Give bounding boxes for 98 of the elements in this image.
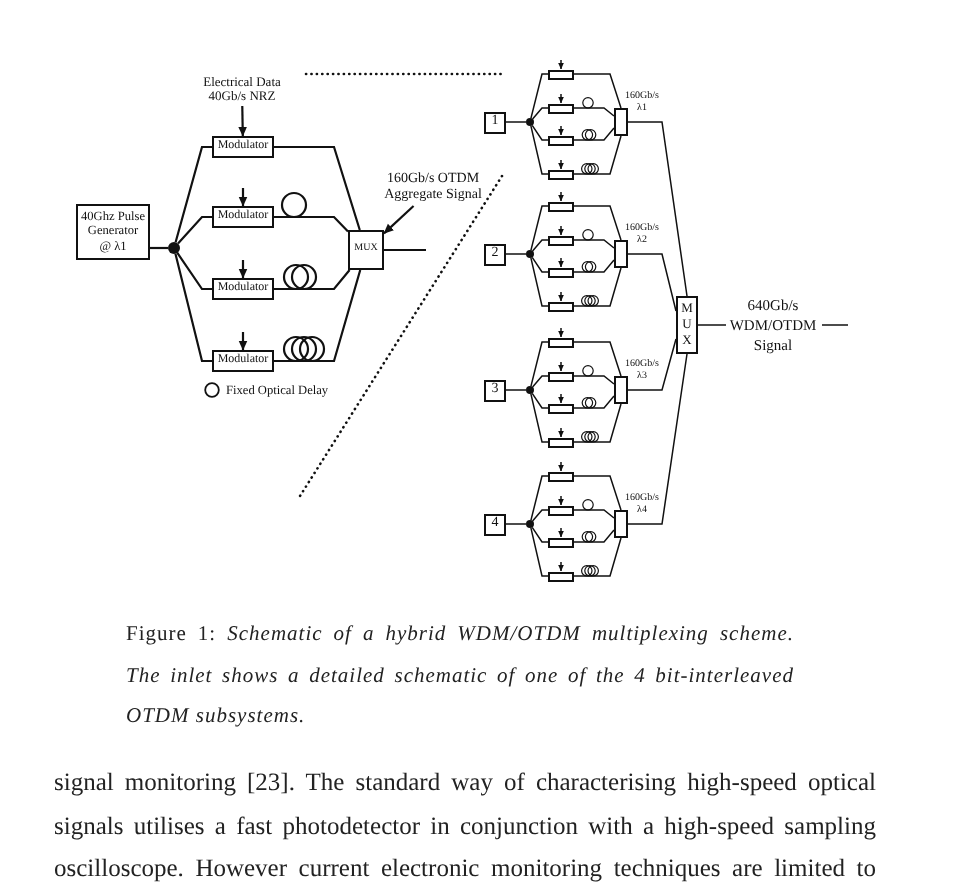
fiber-line bbox=[531, 526, 549, 543]
fiber-line bbox=[573, 537, 622, 577]
modulator-box bbox=[548, 537, 574, 547]
mux-box bbox=[614, 376, 628, 404]
arrow bbox=[557, 225, 565, 236]
fiber-line bbox=[531, 375, 549, 388]
fiber-line bbox=[174, 145, 212, 243]
fiber-line bbox=[573, 395, 615, 409]
fiber-line bbox=[531, 509, 549, 522]
fiber-line bbox=[627, 338, 677, 391]
arrow bbox=[238, 332, 248, 351]
modulator-box bbox=[548, 471, 574, 481]
fiber-line bbox=[274, 215, 349, 233]
arrow bbox=[557, 159, 565, 170]
modulator-box bbox=[548, 301, 574, 311]
junction-dot bbox=[526, 520, 534, 528]
fiber-line bbox=[150, 246, 168, 250]
arrow bbox=[557, 561, 565, 572]
fiber-line bbox=[531, 107, 549, 120]
fiber-line bbox=[573, 529, 615, 543]
junction-dot bbox=[526, 250, 534, 258]
arrow bbox=[557, 427, 565, 438]
fiber-line bbox=[274, 269, 362, 363]
modulator-box bbox=[548, 437, 574, 447]
junction-dot bbox=[526, 386, 534, 394]
arrow bbox=[557, 327, 565, 338]
modulator-box bbox=[548, 403, 574, 413]
modulator-box bbox=[548, 267, 574, 277]
fiber-line bbox=[573, 73, 622, 109]
arrow bbox=[238, 260, 248, 279]
junction-dot bbox=[526, 118, 534, 126]
fiber-line bbox=[573, 509, 615, 519]
fiber-line bbox=[573, 475, 622, 511]
fiber-line bbox=[530, 341, 549, 387]
fiber-line bbox=[573, 127, 615, 141]
fiber-line bbox=[384, 248, 426, 252]
junction-dot bbox=[168, 242, 180, 254]
arrow bbox=[557, 393, 565, 404]
arrow bbox=[557, 495, 565, 506]
fiber-line bbox=[505, 523, 527, 525]
arrow bbox=[383, 205, 415, 235]
fiber-line bbox=[627, 121, 688, 297]
arrow bbox=[557, 93, 565, 104]
fiber-line bbox=[505, 253, 527, 255]
arrow bbox=[557, 291, 565, 302]
mux-box bbox=[614, 240, 628, 268]
fiber-line bbox=[573, 341, 622, 377]
fiber-line bbox=[573, 259, 615, 273]
fiber-line bbox=[573, 107, 615, 117]
modulator-box bbox=[548, 169, 574, 179]
fiber-line bbox=[505, 389, 527, 391]
arrow bbox=[557, 191, 565, 202]
modulator-box bbox=[548, 571, 574, 581]
fiber-line bbox=[573, 267, 622, 307]
modulator-box bbox=[548, 235, 574, 245]
modulator-box bbox=[548, 69, 574, 79]
fiber-line bbox=[573, 205, 622, 241]
mux-box bbox=[614, 108, 628, 136]
fiber-line bbox=[573, 403, 622, 443]
arrow bbox=[557, 527, 565, 538]
fiber-line bbox=[274, 269, 351, 291]
arrow bbox=[557, 461, 565, 472]
fiber-line bbox=[531, 124, 549, 141]
arrow bbox=[557, 361, 565, 372]
fiber-line bbox=[531, 239, 549, 252]
modulator-box bbox=[548, 505, 574, 515]
modulator-box bbox=[548, 371, 574, 381]
fiber-line bbox=[531, 256, 549, 273]
fiber-line bbox=[530, 257, 549, 307]
modulator-box bbox=[548, 201, 574, 211]
fiber-line bbox=[573, 135, 622, 175]
fiber-line bbox=[530, 205, 549, 251]
arrow bbox=[557, 59, 565, 70]
arrow bbox=[557, 125, 565, 136]
modulator-box bbox=[548, 103, 574, 113]
body-text: signal monitoring [23]. The standard way of characterising high-speed optical signals utilises a fast photodetector in conjunction with a high-speed sampling oscilloscope. However current electronic monitoring techniques are limited to bbox=[54, 766, 876, 884]
fiber-line bbox=[530, 527, 549, 577]
mux-box bbox=[614, 510, 628, 538]
figure-caption: Figure 1: Schematic of a hybrid WDM/OTDM multiplexing scheme. The inlet shows a detailed schematic of one of the 4 bit-interleaved OTDM subsystems. bbox=[126, 622, 794, 732]
arrow bbox=[557, 257, 565, 268]
fiber-line bbox=[177, 215, 212, 245]
fiber-line bbox=[530, 393, 549, 443]
fiber-line bbox=[573, 239, 615, 249]
fiber-line bbox=[176, 252, 212, 291]
fiber-line bbox=[530, 125, 549, 175]
fiber-line bbox=[174, 253, 212, 363]
fiber-line bbox=[530, 73, 549, 119]
fiber-line bbox=[627, 353, 688, 525]
fiber-line bbox=[573, 375, 615, 385]
arrow bbox=[238, 188, 248, 207]
fiber-line bbox=[505, 121, 527, 123]
modulator-box bbox=[548, 337, 574, 347]
fiber-line bbox=[531, 392, 549, 409]
fiber-line bbox=[627, 253, 677, 312]
fiber-line bbox=[530, 475, 549, 521]
arrow bbox=[238, 105, 248, 137]
modulator-box bbox=[548, 135, 574, 145]
fiber-line bbox=[274, 145, 361, 231]
